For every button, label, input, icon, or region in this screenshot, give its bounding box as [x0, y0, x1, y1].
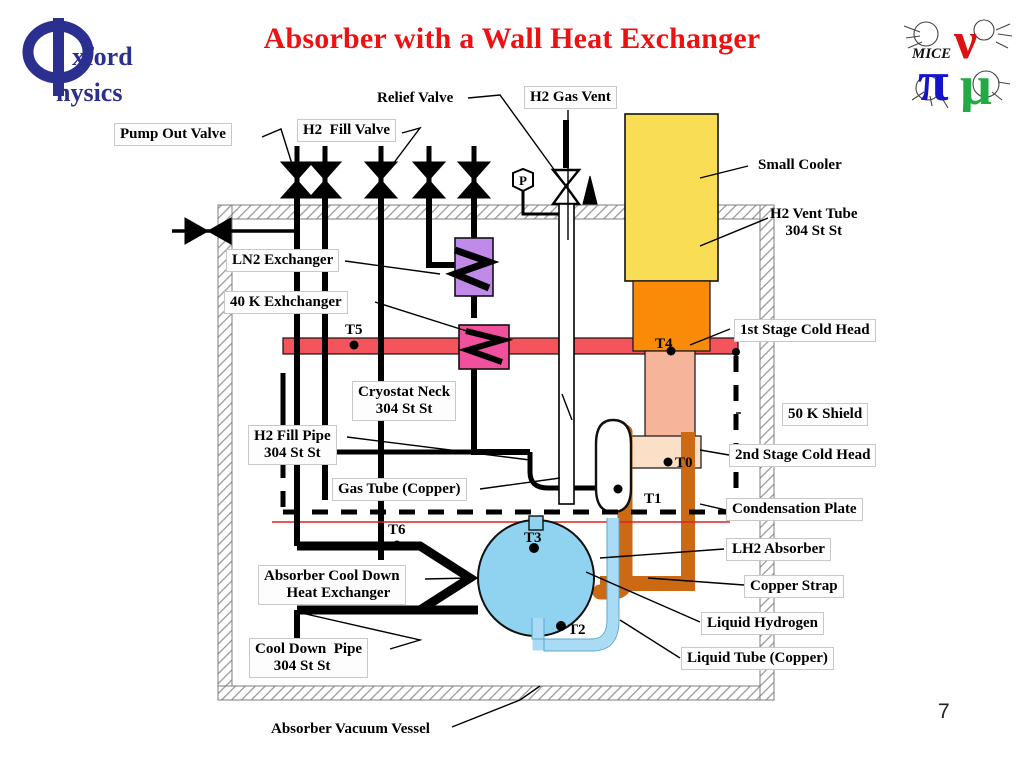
valve-4	[411, 146, 447, 199]
50k-shield-plate	[282, 337, 739, 355]
ln2-exchanger	[445, 237, 500, 297]
pump-out-valve	[184, 217, 232, 245]
h2-fill-valve-2	[307, 146, 343, 199]
sensor-dot-t4	[666, 346, 676, 356]
label-h2-vent-tube: H2 Vent Tube 304 St St	[770, 206, 858, 239]
label-liquid-tube-copper: Liquid Tube (Copper)	[681, 647, 834, 670]
label-cryostat-neck: Cryostat Neck 304 St St	[352, 381, 457, 421]
label-h2-gas-vent: H2 Gas Vent	[524, 86, 617, 109]
sensor-dot-t2	[556, 621, 566, 631]
label-cool-down-pipe: Cool Down Pipe 304 St St	[249, 638, 369, 678]
page-number: 7	[938, 700, 950, 723]
label-condensation-plate: Condensation Plate	[726, 498, 863, 521]
phi-icon	[22, 18, 94, 96]
pressure-gauge-label: P	[519, 173, 527, 188]
temperature-sensor-dots	[349, 340, 676, 631]
pressure-gauge-icon: P	[512, 167, 560, 216]
oxford-logo-word1: xford	[72, 42, 133, 71]
label-1st-stage-cold-head: 1st Stage Cold Head	[734, 319, 876, 342]
second-stage-cold-head	[626, 350, 702, 469]
h2-vent-tube	[558, 203, 575, 505]
leader-lines	[261, 94, 769, 728]
page-title: Absorber with a Wall Heat Exchanger	[263, 22, 761, 55]
mice-logo-text: MICE	[911, 46, 951, 62]
sensor-label-t2: T2	[568, 622, 586, 638]
liquid-tube-outline	[531, 518, 620, 652]
label-absorber-cool-down-hx: Absorber Cool Down Heat Exchanger	[258, 565, 406, 605]
label-40k-exchanger: 40 K Exhchanger	[224, 291, 348, 314]
label-gas-tube-copper: Gas Tube (Copper)	[332, 478, 467, 501]
label-2nd-stage-cold-head: 2nd Stage Cold Head	[729, 444, 877, 467]
first-stage-cold-head	[632, 280, 711, 352]
sensor-label-t5: T5	[345, 322, 363, 338]
label-absorber-vacuum-vessel: Absorber Vacuum Vessel	[271, 721, 430, 737]
sensor-label-t4: T4	[655, 336, 673, 352]
small-cooler	[624, 113, 719, 282]
sensor-dot-t0	[663, 457, 673, 467]
mu-icon: μ	[960, 55, 992, 112]
pi-icon: π	[918, 51, 949, 112]
relief-valve	[550, 120, 598, 206]
label-copper-strap: Copper Strap	[744, 575, 844, 598]
valve-5	[456, 146, 492, 199]
valve-bank: P	[184, 120, 598, 245]
sensor-dot-t6	[392, 540, 402, 550]
oxford-physics-logo: xford hysics	[12, 16, 172, 107]
label-ln2-exchanger: LN2 Exchanger	[226, 249, 340, 272]
label-h2-fill-valve: H2 Fill Valve	[297, 119, 397, 142]
label-lh2-absorber: LH2 Absorber	[726, 538, 831, 561]
label-50k-shield: 50 K Shield	[782, 403, 869, 426]
sensor-dot-t5	[349, 340, 359, 350]
h2-fill-valve-1	[279, 146, 315, 199]
sensor-label-t1: T1	[644, 491, 662, 507]
liquid-tube-copper	[532, 518, 619, 651]
sensor-label-t3: T3	[524, 530, 542, 546]
mice-logo: MICE ν π μ	[898, 8, 1018, 117]
condensation-vessel	[594, 418, 633, 514]
mouse-outline-icon	[903, 19, 1013, 109]
sensor-label-t6: T6	[388, 522, 406, 538]
40k-exchanger	[458, 324, 514, 370]
label-liquid-hydrogen: Liquid Hydrogen	[701, 612, 825, 635]
sensor-dot-t3	[529, 543, 539, 553]
label-pump-out-valve: Pump Out Valve	[114, 123, 232, 146]
label-h2-fill-pipe: H2 Fill Pipe 304 St St	[248, 425, 337, 465]
nu-icon: ν	[953, 13, 977, 70]
oxford-logo-word2: hysics	[56, 78, 123, 107]
sensor-label-t0: T0	[675, 455, 693, 471]
sensor-dot-t1	[613, 484, 623, 494]
label-small-cooler: Small Cooler	[758, 157, 842, 173]
valve-3	[363, 146, 399, 199]
label-relief-valve: Relief Valve	[377, 90, 454, 106]
